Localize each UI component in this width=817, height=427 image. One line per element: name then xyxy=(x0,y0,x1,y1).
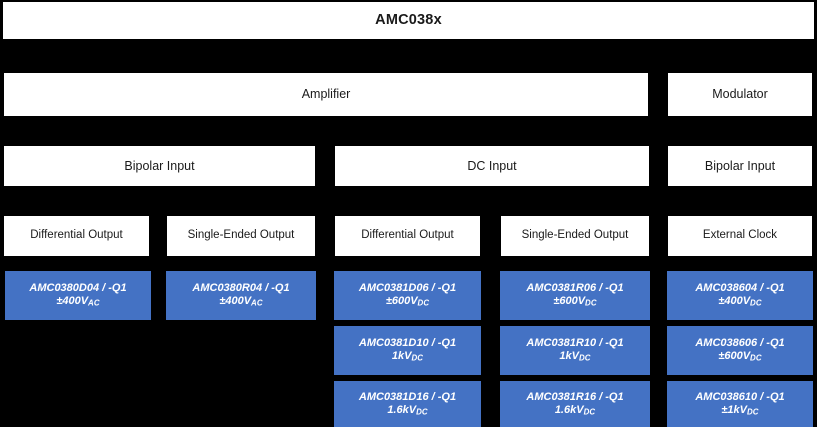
part-number: AMC0380D04 / -Q1 xyxy=(29,282,127,295)
part-voltage-subscript: DC xyxy=(411,354,424,364)
part-card[interactable]: AMC0381R06 / -Q1 ±600VDC xyxy=(500,271,650,320)
output-type-differential-1: Differential Output xyxy=(3,215,150,257)
part-voltage-subscript: DC xyxy=(583,407,596,417)
part-number: AMC038604 / -Q1 xyxy=(695,282,785,295)
part-voltage: ±600VDC xyxy=(553,295,597,309)
part-number: AMC0381D06 / -Q1 xyxy=(358,282,457,295)
output-type-differential-2: Differential Output xyxy=(334,215,481,257)
part-number: AMC038606 / -Q1 xyxy=(695,337,785,350)
part-voltage: ±1kVDC xyxy=(721,403,759,417)
output-type-external-clock: External Clock xyxy=(667,215,813,257)
output-type-differential-1-label: Differential Output xyxy=(30,229,123,242)
part-voltage: ±600VDC xyxy=(385,295,430,309)
part-card[interactable]: AMC038606 / -Q1 ±600VDC xyxy=(667,326,813,375)
function-block-modulator-label: Modulator xyxy=(712,87,768,102)
part-voltage-subscript: DC xyxy=(578,354,591,364)
output-type-single-ended-1: Single-Ended Output xyxy=(166,215,316,257)
part-voltage-subscript: DC xyxy=(750,299,762,309)
input-type-dc: DC Input xyxy=(334,145,650,187)
function-block-amplifier-label: Amplifier xyxy=(301,87,351,102)
part-voltage-subscript: DC xyxy=(585,299,597,309)
input-type-bipolar-right-label: Bipolar Input xyxy=(704,158,776,173)
part-voltage: ±400VAC xyxy=(219,295,263,309)
input-type-bipolar-left: Bipolar Input xyxy=(3,145,316,187)
part-voltage: ±600VDC xyxy=(718,350,762,364)
output-type-single-ended-2-label: Single-Ended Output xyxy=(521,229,629,242)
part-voltage: 1kVDC xyxy=(391,350,424,364)
function-block-modulator: Modulator xyxy=(667,72,813,117)
output-type-external-clock-label: External Clock xyxy=(702,229,778,242)
part-card[interactable]: AMC0381D10 / -Q1 1kVDC xyxy=(334,326,481,375)
part-card[interactable]: AMC0380R04 / -Q1 ±400VAC xyxy=(166,271,316,320)
input-type-dc-label: DC Input xyxy=(467,158,517,173)
output-type-single-ended-2: Single-Ended Output xyxy=(500,215,650,257)
part-card[interactable]: AMC0381R10 / -Q1 1kVDC xyxy=(500,326,650,375)
part-card[interactable]: AMC0381D06 / -Q1 ±600VDC xyxy=(334,271,481,320)
part-number: AMC0381D10 / -Q1 xyxy=(358,337,457,350)
part-card[interactable]: AMC0381R16 / -Q1 1.6kVDC xyxy=(500,381,650,427)
function-block-amplifier: Amplifier xyxy=(3,72,649,117)
part-voltage-subscript: AC xyxy=(88,299,100,309)
output-type-single-ended-1-label: Single-Ended Output xyxy=(187,229,295,242)
part-card[interactable]: AMC038604 / -Q1 ±400VDC xyxy=(667,271,813,320)
part-voltage-subscript: DC xyxy=(750,354,762,364)
part-voltage: ±400VAC xyxy=(56,295,100,309)
part-voltage-subscript: DC xyxy=(746,407,759,417)
part-voltage: 1kVDC xyxy=(559,350,591,364)
diagram-title: AMC038x xyxy=(2,1,815,40)
part-number: AMC0381D16 / -Q1 xyxy=(358,390,457,403)
part-card[interactable]: AMC038610 / -Q1 ±1kVDC xyxy=(667,381,813,427)
part-card[interactable]: AMC0380D04 / -Q1 ±400VAC xyxy=(5,271,151,320)
output-type-differential-2-label: Differential Output xyxy=(361,229,454,242)
part-number: AMC038610 / -Q1 xyxy=(695,390,785,403)
part-card[interactable]: AMC0381D16 / -Q1 1.6kVDC xyxy=(334,381,481,427)
input-type-bipolar-left-label: Bipolar Input xyxy=(124,158,195,173)
input-type-bipolar-right: Bipolar Input xyxy=(667,145,813,187)
part-voltage: 1.6kVDC xyxy=(387,403,428,417)
part-voltage-subscript: DC xyxy=(416,407,428,417)
diagram-title-label: AMC038x xyxy=(375,11,442,28)
part-number: AMC0380R04 / -Q1 xyxy=(192,282,290,295)
part-voltage-subscript: DC xyxy=(417,299,430,309)
part-voltage-subscript: AC xyxy=(251,299,263,309)
part-number: AMC0381R10 / -Q1 xyxy=(526,337,624,350)
part-voltage: 1.6kVDC xyxy=(554,403,596,417)
part-number: AMC0381R16 / -Q1 xyxy=(526,390,624,403)
part-number: AMC0381R06 / -Q1 xyxy=(526,282,624,295)
part-voltage: ±400VDC xyxy=(718,295,762,309)
